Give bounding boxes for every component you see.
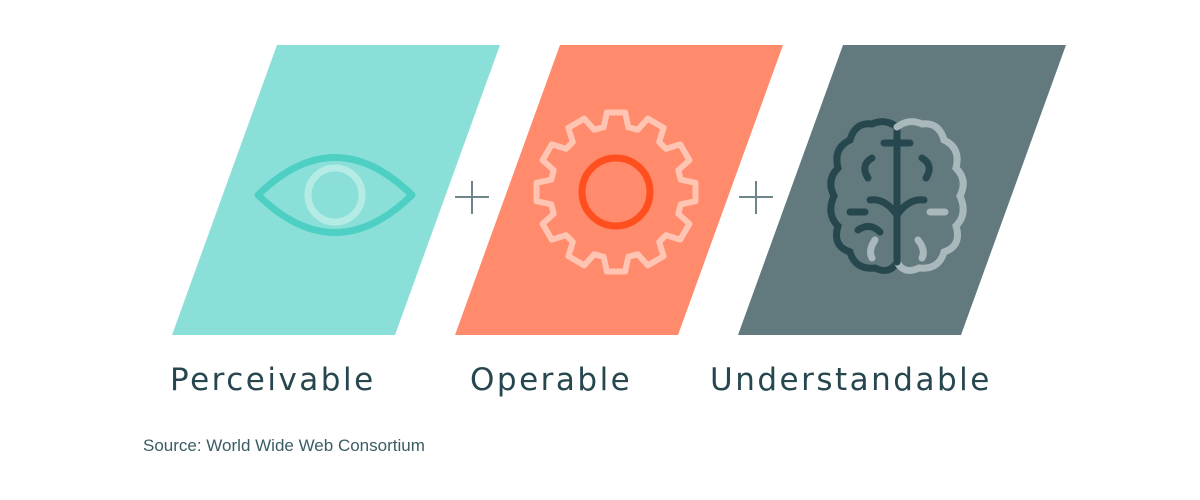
- eye-icon: [254, 154, 416, 236]
- gear-icon: [533, 109, 699, 275]
- plus-icon: [739, 181, 773, 214]
- operable-panel: [455, 45, 783, 335]
- gear-center-circle: [578, 154, 654, 230]
- source-note: Source: World Wide Web Consortium: [143, 436, 425, 455]
- understandable-panel: [738, 45, 1066, 335]
- operable-label: Operable: [470, 362, 633, 398]
- understandable-label: Understandable: [710, 362, 992, 398]
- perceivable-label: Perceivable: [170, 362, 376, 398]
- plus-icon: [455, 181, 489, 214]
- perceivable-panel: [172, 45, 500, 335]
- brain-icon: [827, 118, 967, 274]
- gear-outline: [533, 109, 699, 275]
